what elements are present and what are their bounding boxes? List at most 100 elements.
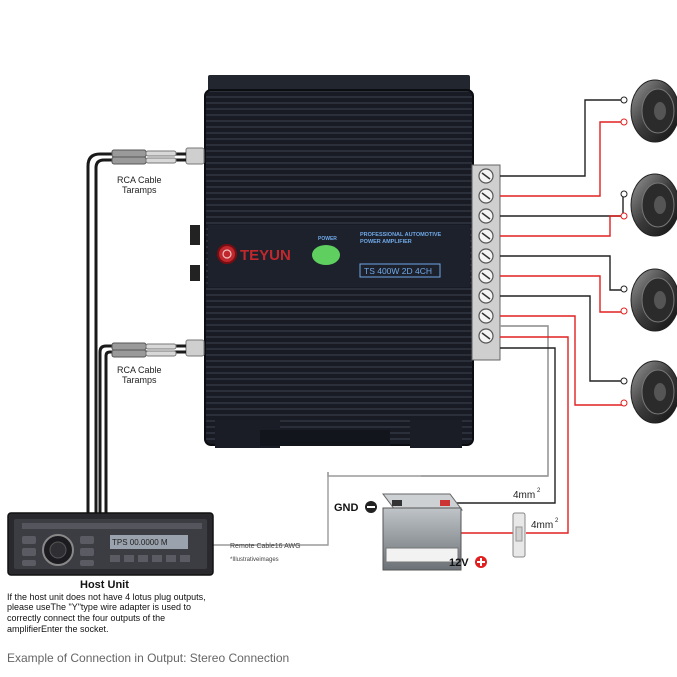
amplifier: TEYUN POWER PROFESSIONAL AUTOMOTIVE POWE… (185, 75, 474, 448)
speaker-terminal-neg (620, 285, 628, 293)
cd-slot (22, 523, 202, 529)
pos-wire-size-exp: 2 (555, 518, 559, 524)
rca-plug-bottom-a-tip (145, 343, 177, 350)
gnd-label: GND (334, 502, 359, 514)
host-button (80, 536, 94, 544)
speakers (620, 79, 677, 424)
speaker-terminal-pos (620, 212, 628, 220)
remote-cable-top (327, 472, 548, 477)
rca-top-line2: Taramps (122, 185, 157, 195)
rca-plug-bottom-b (111, 349, 147, 358)
rca-cables (86, 152, 186, 515)
wire-spk3-pos (500, 275, 623, 313)
volume-knob-center (49, 541, 67, 559)
remote-cable (205, 472, 329, 546)
host-note-line2: please useThe "Y"type wire adapter is us… (7, 602, 191, 612)
speaker-terminal-neg (620, 377, 628, 385)
host-note-line3: correctly connect the four outputs of th… (7, 613, 165, 623)
terminal-screw-slot (481, 272, 491, 280)
rca-input-bottom (185, 339, 205, 357)
speaker-terminal-pos (620, 399, 628, 407)
teyun-logo-inner-icon (222, 249, 232, 259)
amp-brand: TEYUN (240, 247, 291, 264)
battery-neg-terminal (392, 500, 402, 506)
wire-spk2-pos (500, 215, 623, 237)
wire-spk2-neg (500, 195, 624, 217)
speaker-dustcap (654, 383, 666, 401)
power-led-icon (312, 245, 340, 265)
gnd-wire-size: 4mm (513, 490, 535, 501)
remote-cable-label: Remote Cable16 AWG (230, 543, 301, 550)
rca-cable-bottom-b (104, 350, 186, 515)
amp-bottom-edge (260, 430, 390, 446)
rca-plug-top-b-tip (145, 157, 177, 164)
fuse-element (515, 526, 523, 542)
gnd-wire (452, 347, 556, 504)
terminal-screw-slot (481, 212, 491, 220)
terminal-screw-slot (481, 192, 491, 200)
power-wires (205, 325, 569, 546)
rca-plug-bottom-a (111, 342, 147, 351)
plus-icon-v (480, 558, 482, 566)
speaker-terminal-pos (620, 118, 628, 126)
teyun-logo-icon (217, 244, 237, 264)
host-display-text: TPS 00.0000 M (112, 538, 168, 547)
wire-spk4-neg (500, 295, 623, 382)
host-unit-title: Host Unit (80, 579, 129, 591)
rca-cable-top-a (86, 152, 186, 515)
amp-model: TS 400W 2D 4CH (364, 266, 432, 276)
amp-model-box (359, 263, 441, 278)
preset-button (152, 555, 162, 562)
terminal-block (471, 164, 501, 361)
host-note-line1: If the host unit does not have 4 lotus p… (7, 592, 206, 602)
speaker-terminal-pos (620, 307, 628, 315)
rca-cable-bottom-a (98, 344, 186, 515)
gnd-wire-size-exp: 2 (537, 488, 541, 494)
host-button (22, 560, 36, 566)
fuse-icon (512, 512, 526, 558)
host-button (22, 548, 36, 556)
caption: Example of Connection in Output: Stereo … (7, 651, 289, 665)
pos-wire-size: 4mm (531, 520, 553, 531)
terminal-screw-slot (481, 292, 491, 300)
rca-cable-top-b (94, 158, 186, 515)
terminal-screw-slot (481, 232, 491, 240)
speaker-terminal-neg (620, 190, 628, 198)
v12-label: 12V (449, 557, 469, 569)
minus-icon-bar (367, 506, 375, 508)
terminal-screw-slot (481, 172, 491, 180)
preset-button (180, 555, 190, 562)
terminal-screw-slot (481, 332, 491, 340)
power-label: POWER (318, 236, 337, 242)
amp-title-line1: PROFESSIONAL AUTOMOTIVE (360, 232, 442, 238)
illustrative-note: *Illustrativeimages (230, 557, 279, 563)
amp-side-tab (190, 265, 200, 281)
rca-plug-top-a-tip (145, 150, 177, 157)
battery-label-strip (385, 547, 459, 563)
wire-spk3-neg (500, 255, 623, 291)
battery-pos-terminal (440, 500, 450, 506)
rca-plug-top-a (111, 149, 147, 158)
battery-icon (382, 493, 463, 571)
wire-spk1-pos (500, 121, 623, 197)
speaker-dustcap (654, 196, 666, 214)
speaker-terminal-neg (620, 96, 628, 104)
preset-button (166, 555, 176, 562)
host-note-line4: amplifierEnter the socket. (7, 624, 109, 634)
speaker-dustcap (654, 291, 666, 309)
terminal-screw-slot (481, 312, 491, 320)
preset-button (110, 555, 120, 562)
preset-button (138, 555, 148, 562)
terminal-screw-slot (481, 252, 491, 260)
host-unit: TPS 00.0000 M (7, 512, 214, 576)
rca-plug-bottom-b-tip (145, 350, 177, 357)
wire-spk1-neg (500, 99, 623, 177)
amp-foot-right (410, 420, 462, 448)
rca-plug-top-b (111, 156, 147, 165)
speaker-dustcap (654, 102, 666, 120)
remote-wire (500, 325, 549, 476)
rca-bottom-line2: Taramps (122, 375, 157, 385)
speaker-wires (500, 99, 624, 406)
rca-top-line1: RCA Cable (117, 175, 162, 185)
